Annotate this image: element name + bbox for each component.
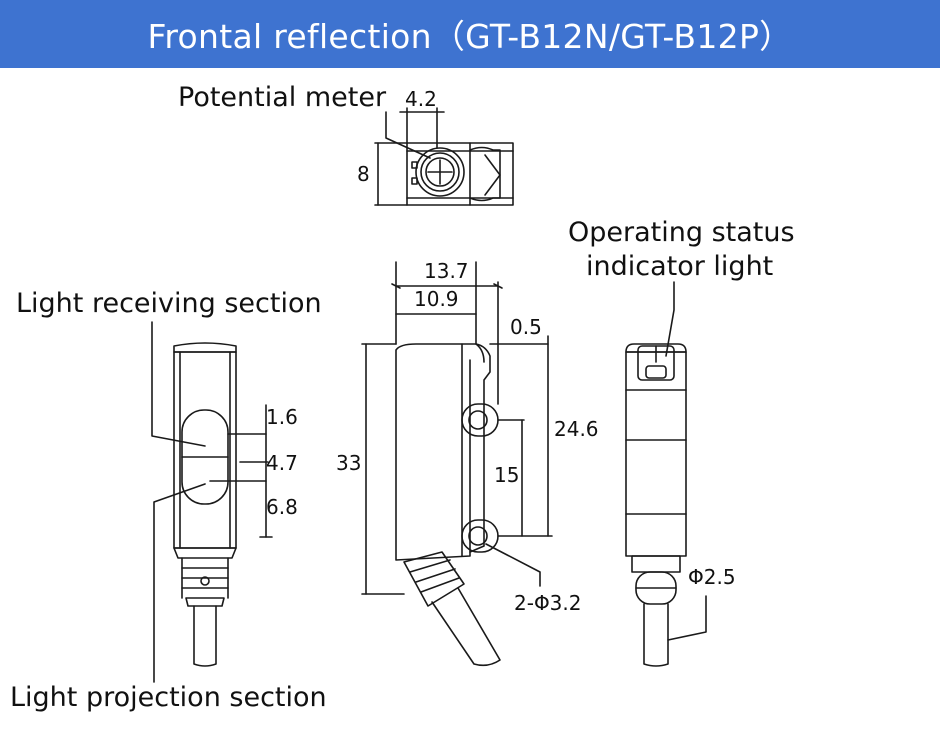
dim-side-total-height: 33 bbox=[336, 451, 361, 475]
operating-status-label-line2: indicator light bbox=[586, 251, 773, 282]
potential-meter-label: Potential meter bbox=[178, 82, 387, 113]
rear-view bbox=[625, 281, 707, 667]
potentiometer-knob-icon bbox=[415, 147, 465, 197]
title-banner: Frontal reflection（GT-B12N/GT-B12P） bbox=[0, 0, 940, 68]
operating-status-label-line1: Operating status bbox=[568, 217, 795, 248]
dim-holes: 2-Φ3.2 bbox=[514, 591, 582, 615]
top-view-body bbox=[406, 142, 514, 206]
dim-side-upper-height: 24.6 bbox=[554, 417, 599, 441]
front-view-body bbox=[173, 351, 237, 549]
dim-side-body-width: 10.9 bbox=[414, 287, 459, 311]
dim-lens-mid: 4.7 bbox=[266, 451, 298, 475]
dim-top-height: 8 bbox=[357, 162, 370, 186]
dim-hole-spacing: 15 bbox=[494, 463, 519, 487]
front-view bbox=[151, 321, 273, 683]
dim-lens-bottom: 6.8 bbox=[266, 495, 298, 519]
dim-top-width: 4.2 bbox=[405, 87, 437, 111]
dim-side-offset: 0.5 bbox=[510, 315, 542, 339]
dim-cable-diameter: Φ2.5 bbox=[688, 565, 736, 589]
dim-lens-top: 1.6 bbox=[266, 405, 298, 429]
status-indicator-icon bbox=[637, 345, 675, 381]
mounting-hole-top bbox=[461, 403, 499, 437]
light-projection-label: Light projection section bbox=[10, 682, 327, 713]
rear-view-body bbox=[625, 351, 687, 557]
dim-side-total-width: 13.7 bbox=[424, 259, 469, 283]
light-receiving-label: Light receiving section bbox=[16, 288, 322, 319]
page-title: Frontal reflection（GT-B12N/GT-B12P） bbox=[147, 17, 793, 56]
side-view bbox=[361, 261, 553, 667]
top-view bbox=[374, 107, 514, 206]
